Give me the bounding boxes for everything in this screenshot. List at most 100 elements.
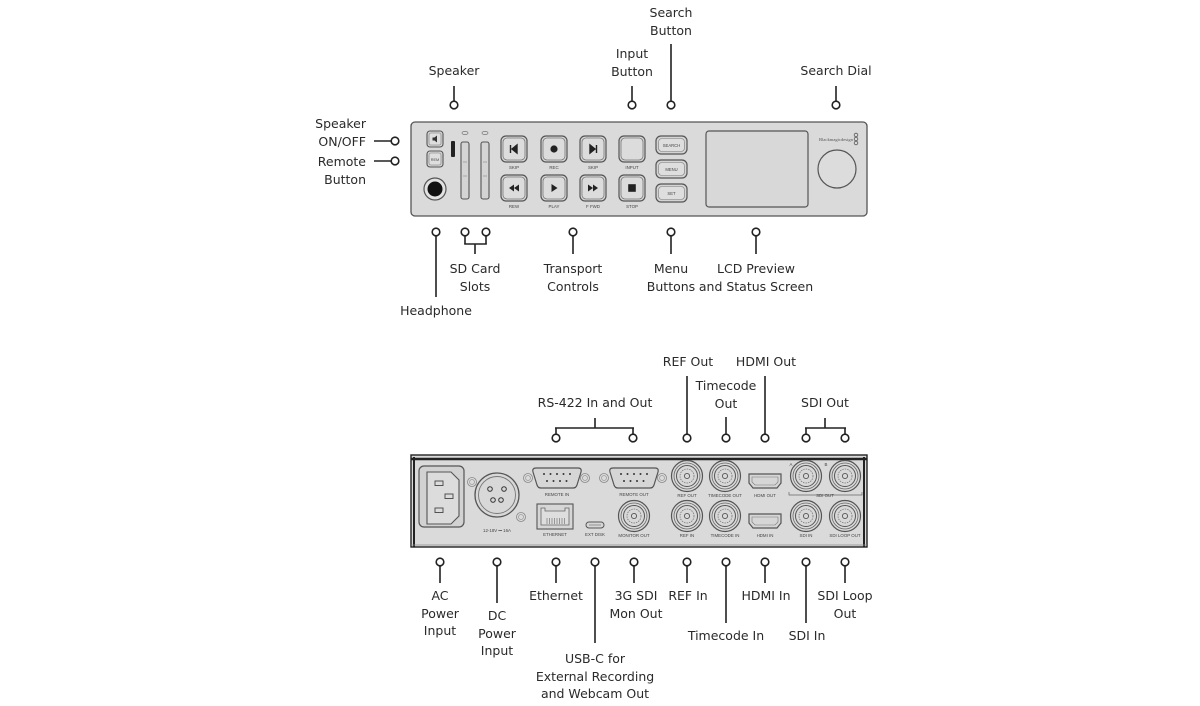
remote-out-label: REMOTE OUT bbox=[619, 492, 649, 497]
callout-usbc-line2: External Recording bbox=[535, 668, 655, 684]
skip-forward-button[interactable]: SKIP bbox=[579, 135, 607, 170]
callout-input-button-line2: Button bbox=[611, 63, 653, 79]
skip-back-label: SKIP bbox=[509, 165, 519, 170]
callout-sd-card-slots-line1: SD Card bbox=[449, 261, 501, 276]
callout-dc-power: DC Power Input bbox=[478, 607, 516, 660]
dc-rating-label: 12-18V ⎓ 16A bbox=[483, 528, 511, 533]
play-label: PLAY bbox=[549, 204, 560, 209]
ext-disk-label: EXT DISK bbox=[585, 532, 605, 537]
callout-ac-power-line2: Power bbox=[421, 605, 459, 621]
sdi-out-bracket bbox=[788, 492, 863, 496]
callout-input-button: Input Button bbox=[611, 45, 653, 80]
search-button[interactable]: SEARCH bbox=[655, 135, 688, 155]
callout-lcd-preview-line2: and Status Screen bbox=[698, 278, 814, 294]
callout-sdi-mon-out-line2: Mon Out bbox=[609, 605, 663, 621]
callout-ref-in: REF In bbox=[668, 588, 708, 603]
search-button-label: SEARCH bbox=[663, 143, 680, 148]
record-icon bbox=[550, 145, 558, 153]
callout-sdi-loop-out: SDI Loop Out bbox=[817, 587, 872, 622]
callout-ac-power: AC Power Input bbox=[421, 587, 459, 640]
callout-timecode-out: Timecode Out bbox=[696, 377, 757, 412]
ref-in-bnc[interactable] bbox=[670, 499, 704, 533]
sdi-out-a-bnc[interactable] bbox=[789, 459, 823, 493]
input-label: INPUT bbox=[625, 165, 638, 170]
callout-timecode-out-line2: Out bbox=[714, 395, 738, 411]
monitor-out-label: MONITOR OUT bbox=[618, 533, 649, 538]
usb-c-port[interactable] bbox=[585, 521, 605, 529]
set-button[interactable]: SET bbox=[655, 183, 688, 203]
timecode-out-bnc[interactable] bbox=[708, 459, 742, 493]
ethernet-port[interactable] bbox=[536, 503, 574, 530]
callout-usbc-line3: and Webcam Out bbox=[540, 686, 650, 701]
callout-ethernet: Ethernet bbox=[529, 588, 583, 603]
callout-dc-power-line1: DC bbox=[487, 608, 507, 623]
hdmi-in-label: HDMI IN bbox=[757, 533, 774, 538]
sdi-out-b-bnc[interactable] bbox=[828, 459, 862, 493]
sdi-in-bnc[interactable] bbox=[789, 499, 823, 533]
timecode-out-label: TIMECODE OUT bbox=[708, 493, 742, 498]
callout-sd-card-slots-line2: Slots bbox=[459, 278, 491, 294]
fast-forward-icon bbox=[588, 184, 598, 192]
sd-card-slot-1[interactable] bbox=[460, 131, 470, 200]
dc-power-input[interactable] bbox=[474, 472, 520, 518]
rem-label: REM bbox=[431, 158, 439, 162]
timecode-in-label: TIMECODE IN bbox=[711, 533, 740, 538]
ref-out-label: REF OUT bbox=[677, 493, 697, 498]
callout-remote-button-line2: Button bbox=[324, 171, 366, 187]
speaker-onoff-button[interactable] bbox=[426, 130, 444, 148]
skip-back-button[interactable]: SKIP bbox=[500, 135, 528, 170]
callout-timecode-out-line1: Timecode bbox=[695, 378, 757, 393]
remote-out-port[interactable] bbox=[609, 467, 659, 489]
remote-button[interactable]: REM bbox=[426, 150, 444, 168]
monitor-out-bnc[interactable] bbox=[617, 499, 651, 533]
front-leader-lines bbox=[374, 44, 841, 297]
stop-button[interactable]: STOP bbox=[618, 174, 646, 209]
speaker-icon bbox=[432, 135, 437, 143]
menu-button[interactable]: MENU bbox=[655, 159, 688, 179]
callout-ac-power-line1: AC bbox=[431, 588, 449, 603]
fast-forward-label: F FWD bbox=[586, 204, 600, 209]
skip-back-icon bbox=[509, 143, 518, 155]
remote-in-port[interactable] bbox=[532, 467, 582, 489]
callout-remote-button: Remote Button bbox=[318, 153, 366, 188]
hdmi-in-port[interactable] bbox=[748, 513, 782, 529]
stop-label: STOP bbox=[626, 204, 638, 209]
search-dial[interactable] bbox=[817, 149, 857, 189]
callout-menu-buttons: Menu Buttons bbox=[647, 260, 695, 295]
rewind-button[interactable]: REW bbox=[500, 174, 528, 209]
callout-sdi-mon-out-line1: 3G SDI bbox=[614, 588, 658, 603]
fast-forward-button[interactable]: F FWD bbox=[579, 174, 607, 209]
callout-ref-out: REF Out bbox=[662, 354, 714, 369]
ref-out-bnc[interactable] bbox=[670, 459, 704, 493]
input-button[interactable]: INPUT bbox=[618, 135, 646, 170]
sd-card-slot-2[interactable] bbox=[480, 131, 490, 200]
callout-sdi-in: SDI In bbox=[788, 628, 826, 643]
callout-menu-buttons-line1: Menu bbox=[653, 261, 689, 276]
play-button[interactable]: PLAY bbox=[540, 174, 568, 209]
callout-sdi-mon-out: 3G SDI Mon Out bbox=[610, 587, 663, 622]
set-button-label: SET bbox=[667, 191, 676, 196]
brand-logo-text: Blackmagicdesign bbox=[819, 137, 854, 142]
rear-leader-lines bbox=[435, 376, 850, 643]
callout-usbc: USB-C for External Recording and Webcam … bbox=[536, 650, 654, 703]
hdmi-out-port[interactable] bbox=[748, 473, 782, 489]
front-panel: REM SKIP REC bbox=[410, 121, 868, 217]
record-label: REC bbox=[549, 165, 558, 170]
callout-menu-buttons-line2: Buttons bbox=[646, 278, 696, 294]
callout-lcd-preview: LCD Preview and Status Screen bbox=[699, 260, 813, 295]
callout-lcd-preview-line1: LCD Preview bbox=[717, 261, 795, 276]
sdi-loop-out-bnc[interactable] bbox=[828, 499, 862, 533]
callout-transport-controls-line1: Transport bbox=[543, 261, 603, 276]
callout-sdi-out: SDI Out bbox=[801, 395, 849, 410]
ac-power-input[interactable] bbox=[418, 465, 465, 528]
callout-speaker-onoff-line1: Speaker bbox=[315, 116, 366, 131]
headphone-jack[interactable] bbox=[423, 177, 447, 201]
timecode-in-bnc[interactable] bbox=[708, 499, 742, 533]
record-button[interactable]: REC bbox=[540, 135, 568, 170]
sdi-loop-out-label: SDI LOOP OUT bbox=[829, 533, 860, 538]
sdi-in-label: SDI IN bbox=[800, 533, 813, 538]
callout-search-button-line2: Button bbox=[650, 22, 692, 38]
callout-hdmi-out: HDMI Out bbox=[735, 354, 797, 369]
callout-search-button: Search Button bbox=[650, 4, 693, 39]
callout-speaker-onoff: Speaker ON/OFF bbox=[315, 115, 366, 150]
